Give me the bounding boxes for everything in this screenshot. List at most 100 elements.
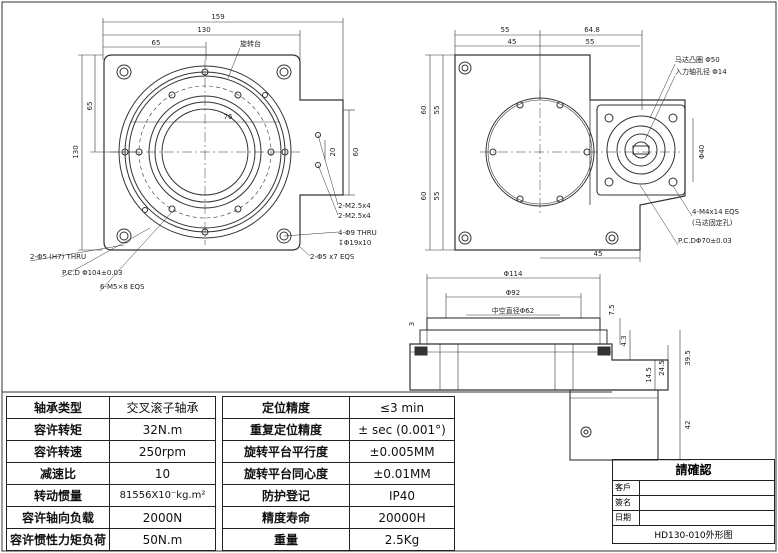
dim-130: 130 [197, 26, 210, 34]
spec-value: 250rpm [109, 440, 216, 463]
title-block-row-label: 客戶 [613, 481, 640, 495]
section-view-dimension-text: Φ114 Φ92 中空直径Φ62 3 7.5 4.3 14.5 24.5 39.… [408, 270, 692, 429]
label-pcd104: P.C.D Φ104±0.03 [62, 269, 122, 277]
dim-45-b: 45 [594, 250, 603, 258]
spec-value: 32N.m [109, 418, 216, 441]
spec-value: 交叉滚子轴承 [109, 396, 216, 419]
right-view [425, 30, 694, 262]
label-input-shaft: 入力轴孔径 Φ14 [675, 67, 727, 76]
label-pin5-left: 2-Φ5 (H7) THRU [30, 253, 86, 261]
spec-label: 容许轴向负载 [5, 506, 111, 529]
dim-d114: Φ114 [504, 270, 523, 278]
title-block-row: 簽名 [613, 496, 774, 511]
spec-label: 重复定位精度 [222, 418, 350, 441]
dim-65-vert: 65 [86, 102, 94, 111]
dim-76: 76 [224, 113, 233, 121]
label-motor-boss: 马达凸圈 Φ50 [675, 55, 720, 64]
spec-value: ± sec (0.001°) [349, 418, 455, 441]
label-rotating-table: 旋转台 [240, 39, 261, 48]
label-hole-9: 4-Φ9 THRU [338, 229, 377, 237]
spec-value: 81556X10⁻kg.m² [109, 484, 216, 507]
title-block-row-label: 日期 [613, 511, 640, 525]
spec-label: 旋转平台同心度 [222, 462, 350, 485]
spec-label: 转动惯量 [5, 484, 111, 507]
title-block-row-label: 簽名 [613, 496, 640, 510]
dim-130-vert: 130 [72, 145, 80, 158]
dim-7-5: 7.5 [608, 304, 616, 315]
spec-value: ±0.005MM [349, 440, 455, 463]
spec-label: 重量 [222, 528, 350, 551]
spec-label: 精度寿命 [222, 506, 350, 529]
spec-row: 旋转平台同心度±0.01MM [222, 462, 455, 485]
dim-14-5: 14.5 [645, 367, 653, 383]
spec-value: ±0.01MM [349, 462, 455, 485]
spec-value: 2000N [109, 506, 216, 529]
dim-55-b: 55 [586, 38, 595, 46]
dim-55-vb: 55 [433, 192, 441, 201]
dim-39-5: 39.5 [684, 350, 692, 366]
spec-label: 旋转平台平行度 [222, 440, 350, 463]
label-cbore-19: ↧Φ19x10 [338, 239, 371, 247]
dim-60-b: 60 [420, 192, 428, 201]
spec-value: 20000H [349, 506, 455, 529]
label-m25-b: 2-M2.5x4 [338, 212, 371, 220]
spec-label: 容许转速 [5, 440, 111, 463]
dim-d62: 中空直径Φ62 [492, 306, 534, 315]
title-block-row: 客戶 [613, 481, 774, 496]
dim-42: 42 [684, 421, 692, 430]
spec-label: 减速比 [5, 462, 111, 485]
dim-65: 65 [152, 39, 161, 47]
dim-45-a: 45 [508, 38, 517, 46]
label-m25-a: 2-M2.5x4 [338, 202, 371, 210]
title-block: 請確認 客戶 簽名 日期 HD130-010外形图 [612, 459, 775, 544]
dim-4-3: 4.3 [620, 335, 628, 346]
top-view [78, 18, 355, 251]
dim-159: 159 [211, 13, 224, 21]
dim-55-a: 55 [501, 26, 510, 34]
dim-d92: Φ92 [506, 289, 520, 297]
spec-value: 2.5Kg [349, 528, 455, 551]
dim-24-5: 24.5 [658, 360, 666, 376]
label-m5: 6-M5×8 EQS [100, 283, 145, 291]
spec-label: 容许转矩 [5, 418, 111, 441]
spec-right-body: 定位精度≤3 min 重复定位精度± sec (0.001°) 旋转平台平行度±… [222, 396, 455, 551]
spec-label: 轴承类型 [5, 396, 111, 419]
spec-value: ≤3 min [349, 396, 455, 419]
dim-60-right: 60 [352, 148, 360, 157]
label-m4: 4-M4x14 EQS [692, 208, 740, 216]
right-view-dimension-text: 64.8 55 45 55 60 55 60 55 45 Φ40 马达凸圈 Φ5… [420, 26, 740, 258]
spec-label: 防护登记 [222, 484, 350, 507]
dim-60-a: 60 [420, 106, 428, 115]
top-view-leaders [29, 47, 339, 292]
section-view [409, 274, 690, 461]
spec-row: 重复定位精度± sec (0.001°) [222, 418, 455, 441]
spec-value: 10 [109, 462, 216, 485]
label-pcd70: P.C.DΦ70±0.03 [678, 237, 732, 245]
spec-row: 旋转平台平行度±0.005MM [222, 440, 455, 463]
top-view-dimension-text: 159 130 65 65 130 76 20 60 旋转台 2-M2.5x4 … [30, 13, 377, 291]
dim-3: 3 [408, 322, 416, 326]
dim-20: 20 [329, 148, 337, 157]
dim-55-va: 55 [433, 106, 441, 115]
dim-d40: Φ40 [698, 145, 706, 159]
label-pin5-right: 2-Φ5 x7 EQS [310, 253, 355, 261]
spec-value: IP40 [349, 484, 455, 507]
spec-table-right: 定位精度≤3 min 重复定位精度± sec (0.001°) 旋转平台平行度±… [222, 396, 455, 551]
label-m4-note: (马达固定孔) [692, 218, 733, 227]
spec-label: 定位精度 [222, 396, 350, 419]
title-block-row: 日期 [613, 511, 774, 526]
drawing-name: HD130-010外形图 [654, 531, 733, 541]
spec-row: 轴承类型交叉滚子轴承 [5, 396, 216, 419]
